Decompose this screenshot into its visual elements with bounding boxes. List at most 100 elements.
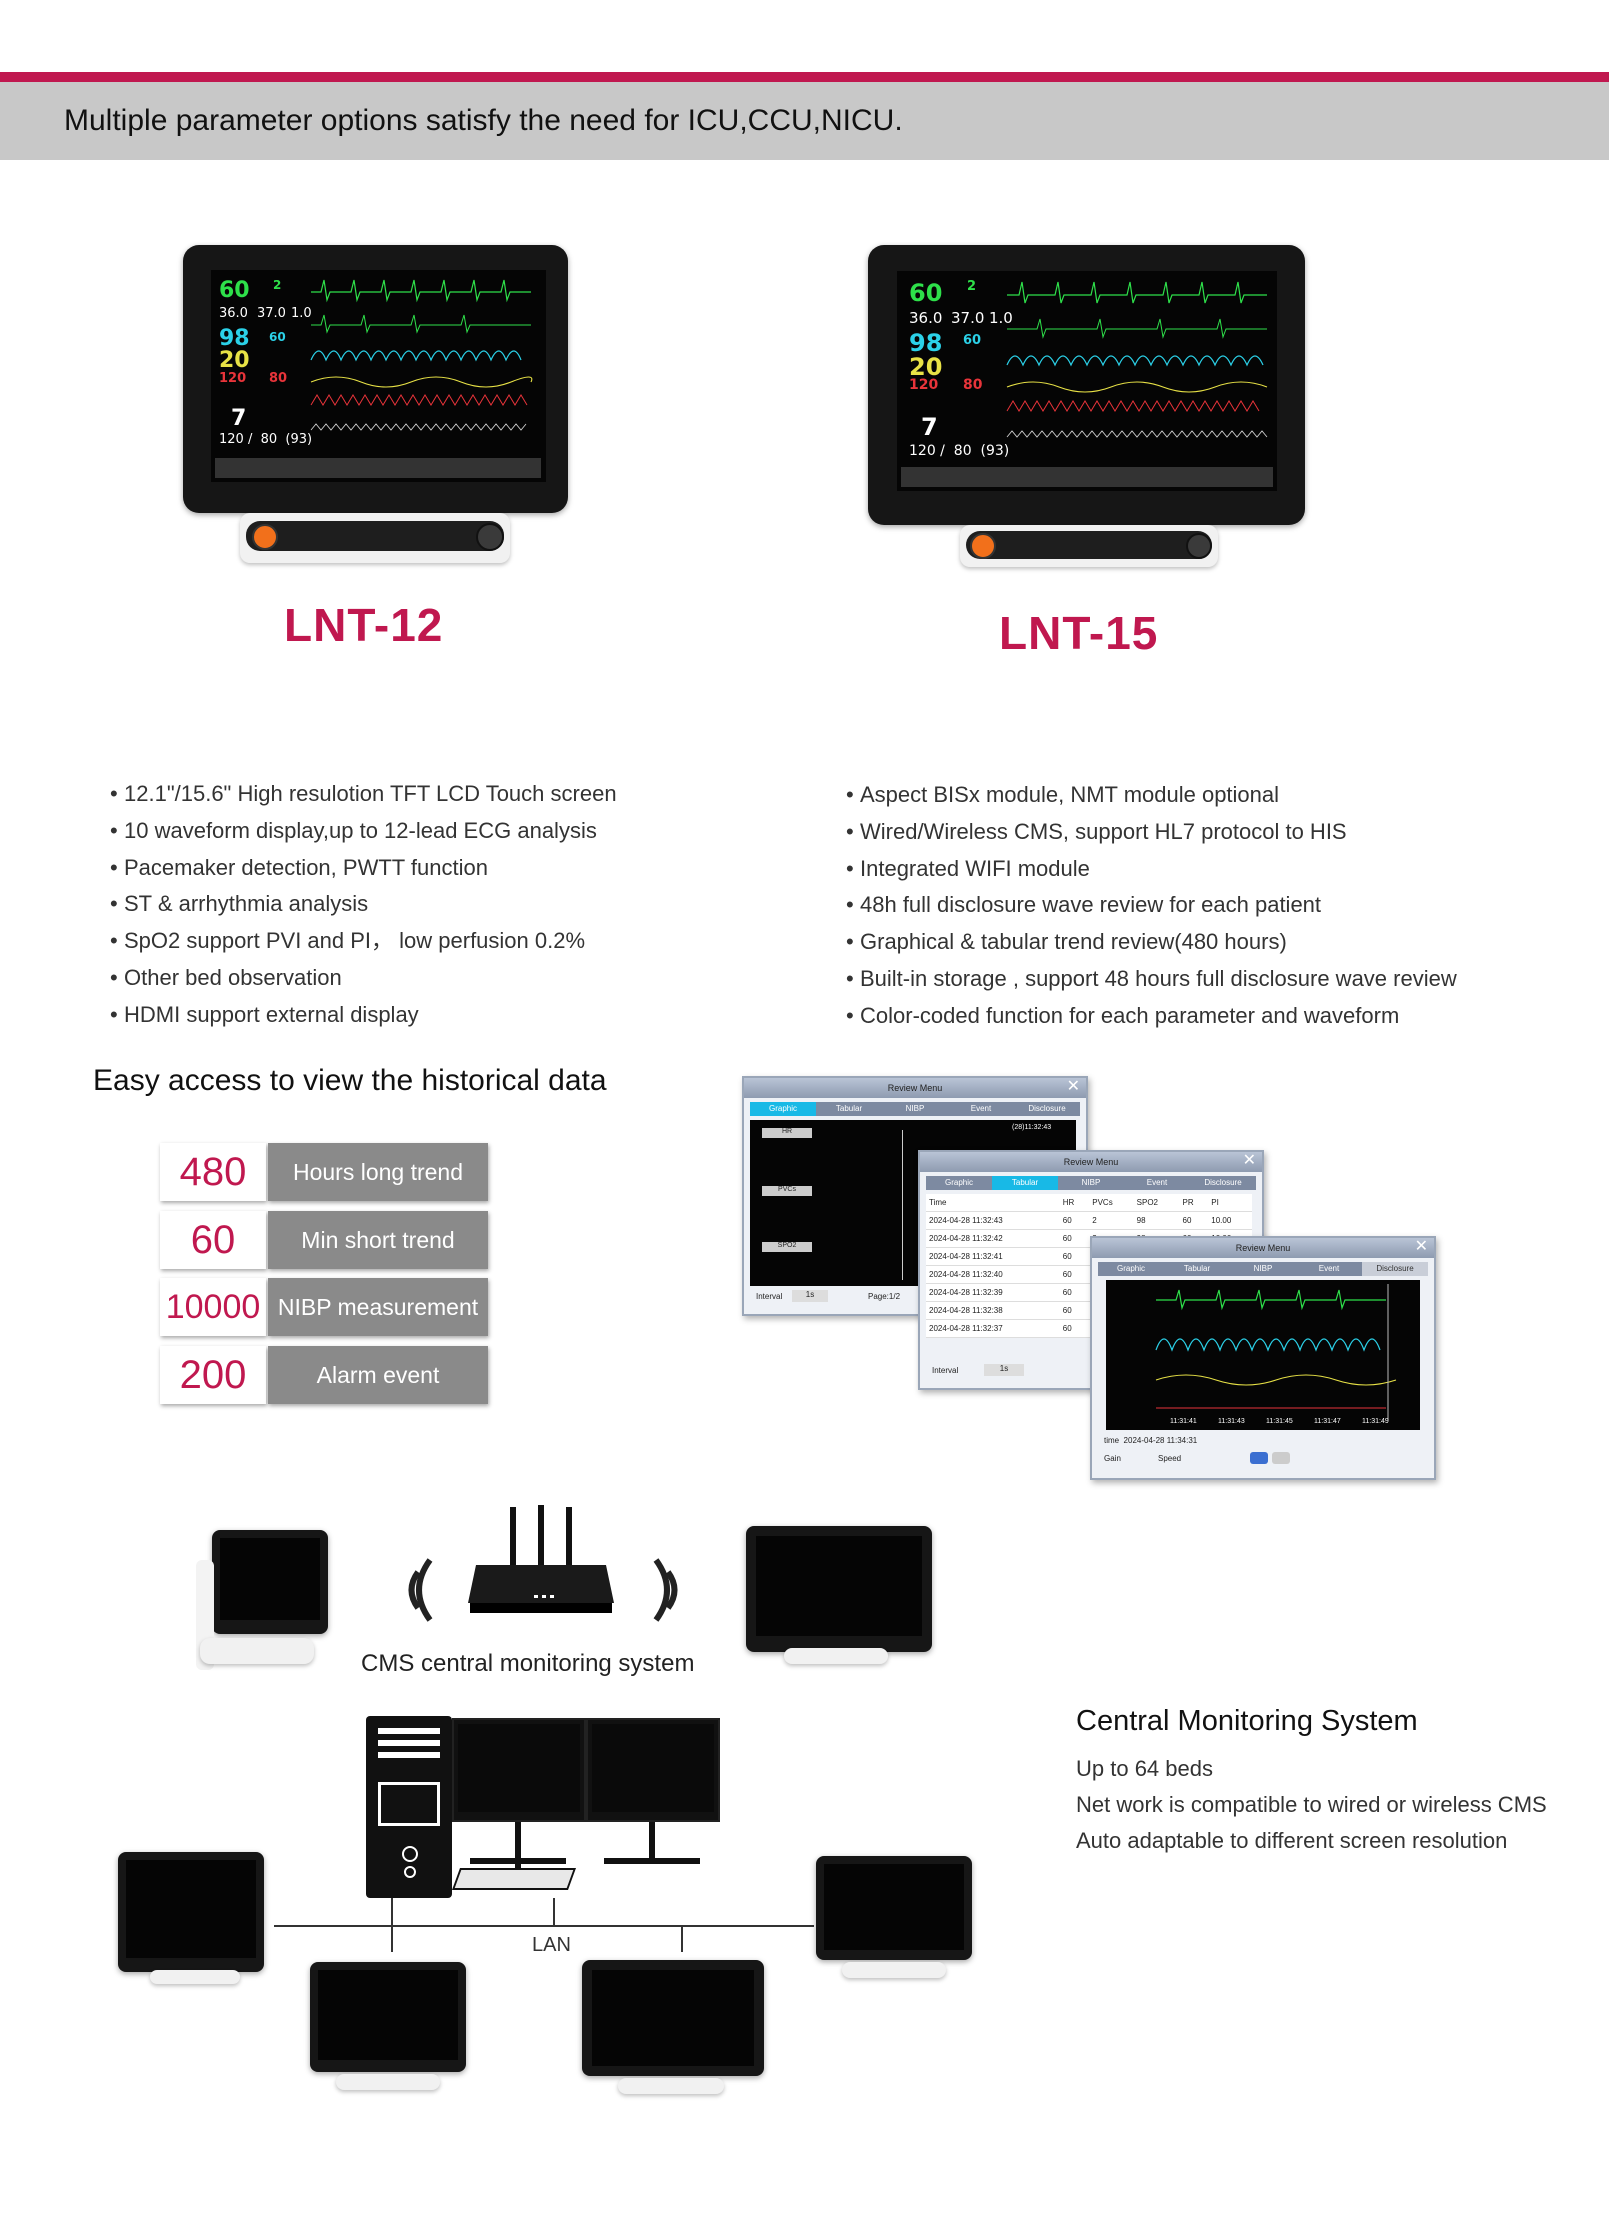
tab-tabular[interactable]: Tabular bbox=[835, 1104, 863, 1113]
param-select[interactable]: SPO2 bbox=[762, 1242, 812, 1252]
stat-row: 480 Hours long trend bbox=[160, 1143, 490, 1201]
rotary-knob[interactable] bbox=[476, 523, 504, 551]
tab-nibp[interactable]: NIBP bbox=[1253, 1264, 1273, 1273]
hr-value: 60 bbox=[909, 279, 943, 307]
model-name-lnt-12: LNT-12 bbox=[284, 599, 444, 651]
param-select[interactable]: PVCs bbox=[762, 1186, 812, 1196]
disclosure-wave-area: 11:31:41 11:31:43 11:31:45 11:31:47 11:3… bbox=[1106, 1280, 1420, 1430]
ibp-dia-value: 80 bbox=[269, 371, 288, 386]
cms-line: Up to 64 beds bbox=[1076, 1756, 1213, 1781]
tab-disclosure[interactable]: Disclosure bbox=[1362, 1262, 1428, 1276]
power-button[interactable] bbox=[970, 533, 996, 559]
router-icon bbox=[468, 1505, 614, 1613]
waveform-display bbox=[901, 281, 1273, 487]
mini-screen bbox=[592, 1724, 714, 1812]
pc-tower bbox=[366, 1716, 452, 1898]
feature-item: •Other bed observation bbox=[110, 964, 342, 990]
drive-bay bbox=[378, 1752, 440, 1758]
tab-bar: Graphic Tabular NIBP Event Disclosure bbox=[1098, 1262, 1428, 1276]
tab-disclosure[interactable]: Disclosure bbox=[1028, 1104, 1066, 1113]
tab-event[interactable]: Event bbox=[1318, 1264, 1340, 1273]
temp-value: 36.0 bbox=[909, 309, 943, 327]
feature-item: •Wired/Wireless CMS, support HL7 protoco… bbox=[846, 818, 1347, 844]
temp-value: 36.0 bbox=[219, 306, 248, 321]
mini-screen bbox=[126, 1860, 256, 1958]
central-display-1 bbox=[452, 1718, 586, 1822]
monitor-base bbox=[960, 525, 1218, 567]
drive-bay bbox=[378, 1728, 440, 1734]
central-display-2 bbox=[586, 1718, 720, 1822]
feature-item: •Integrated WIFI module bbox=[846, 855, 1090, 881]
close-icon[interactable]: ✕ bbox=[1414, 1238, 1428, 1255]
temp3-value: 1.0 bbox=[989, 309, 1013, 327]
mini-screen bbox=[458, 1724, 580, 1812]
feature-item: •Color-coded function for each parameter… bbox=[846, 1002, 1400, 1028]
time-tick: 11:31:43 bbox=[1218, 1418, 1245, 1425]
cms-monitor-left bbox=[212, 1530, 328, 1634]
ibp-sys-value: 120 bbox=[219, 371, 247, 386]
feature-item: •Graphical & tabular trend review(480 ho… bbox=[846, 929, 1287, 955]
cms-monitor-bottom-center bbox=[582, 1960, 764, 2076]
monitor-screen: 60 2 36.0 37.0 1.0 98 60 20 120 80 7 120… bbox=[897, 271, 1277, 491]
speed-label: Speed bbox=[1158, 1454, 1182, 1463]
close-icon[interactable]: ✕ bbox=[1242, 1152, 1256, 1169]
tab-event[interactable]: Event bbox=[1146, 1178, 1168, 1187]
mini-screen bbox=[756, 1536, 922, 1636]
display-foot bbox=[470, 1858, 566, 1864]
close-icon[interactable]: ✕ bbox=[1066, 1078, 1080, 1095]
drive-bay bbox=[378, 1740, 440, 1746]
tab-tabular[interactable]: Tabular bbox=[1183, 1264, 1211, 1273]
interval-select[interactable]: 1s bbox=[984, 1364, 1024, 1376]
tab-nibp[interactable]: NIBP bbox=[1081, 1178, 1101, 1187]
window-title: Review Menu bbox=[744, 1078, 1086, 1098]
cms-monitor-bottom-mid bbox=[310, 1962, 466, 2072]
tab-graphic[interactable]: Graphic bbox=[750, 1102, 816, 1116]
gain-label: Gain bbox=[1104, 1454, 1121, 1463]
rewind-button[interactable] bbox=[1250, 1452, 1268, 1464]
resp-value: 20 bbox=[909, 353, 943, 381]
disclosure-time: time 2024-04-28 11:34:31 bbox=[1104, 1436, 1198, 1445]
etco2-value: 7 bbox=[921, 413, 938, 441]
tab-tabular[interactable]: Tabular bbox=[992, 1176, 1058, 1190]
hr-value: 60 bbox=[219, 278, 250, 303]
lan-drop bbox=[681, 1926, 683, 1952]
stat-label: Min short trend bbox=[268, 1211, 488, 1269]
pr-value: 60 bbox=[963, 333, 982, 348]
rotary-knob[interactable] bbox=[1186, 533, 1212, 559]
tab-graphic[interactable]: Graphic bbox=[944, 1178, 973, 1187]
lan-drop bbox=[391, 1898, 393, 1926]
feature-list-left: •12.1"/15.6" High resulotion TFT LCD Tou… bbox=[110, 776, 617, 1034]
feature-item: •SpO2 support PVI and PI， low perfusion … bbox=[110, 928, 586, 954]
resp-wave bbox=[1006, 381, 1268, 393]
param-select[interactable]: HR bbox=[762, 1128, 812, 1138]
tab-nibp[interactable]: NIBP bbox=[905, 1104, 925, 1113]
spo2-value: 98 bbox=[219, 326, 250, 351]
cms-diagram-caption: CMS central monitoring system bbox=[361, 1650, 695, 1677]
forward-button[interactable] bbox=[1272, 1452, 1290, 1464]
feature-item: •10 waveform display,up to 12-lead ECG a… bbox=[110, 817, 597, 843]
tab-graphic[interactable]: Graphic bbox=[1116, 1264, 1145, 1273]
feature-item: •HDMI support external display bbox=[110, 1001, 419, 1027]
tab-event[interactable]: Event bbox=[970, 1104, 992, 1113]
trend-axis bbox=[902, 1130, 903, 1280]
time-tick: 11:31:49 bbox=[1362, 1418, 1389, 1425]
cms-title: Central Monitoring System bbox=[1076, 1705, 1418, 1737]
ibp-sys-value: 120 bbox=[909, 377, 939, 393]
pvc-value: 2 bbox=[273, 278, 282, 292]
co2-wave bbox=[1006, 430, 1268, 438]
interval-select[interactable]: 1s bbox=[792, 1290, 828, 1302]
stat-value: 10000 bbox=[160, 1278, 266, 1336]
mini-screen bbox=[220, 1538, 320, 1620]
tab-bar: Graphic Tabular NIBP Event Disclosure bbox=[750, 1102, 1080, 1116]
power-button[interactable] bbox=[252, 524, 278, 550]
resp-value: 20 bbox=[219, 348, 250, 373]
display-stand bbox=[515, 1822, 521, 1872]
ecg-wave bbox=[1007, 281, 1267, 304]
feature-item: •48h full disclosure wave review for eac… bbox=[846, 892, 1322, 918]
cms-monitor-left-stand bbox=[200, 1638, 314, 1664]
window-title: Review Menu bbox=[1092, 1238, 1434, 1258]
lan-drop bbox=[391, 1926, 393, 1952]
tab-disclosure[interactable]: Disclosure bbox=[1204, 1178, 1242, 1187]
stat-label: Hours long trend bbox=[268, 1143, 488, 1201]
